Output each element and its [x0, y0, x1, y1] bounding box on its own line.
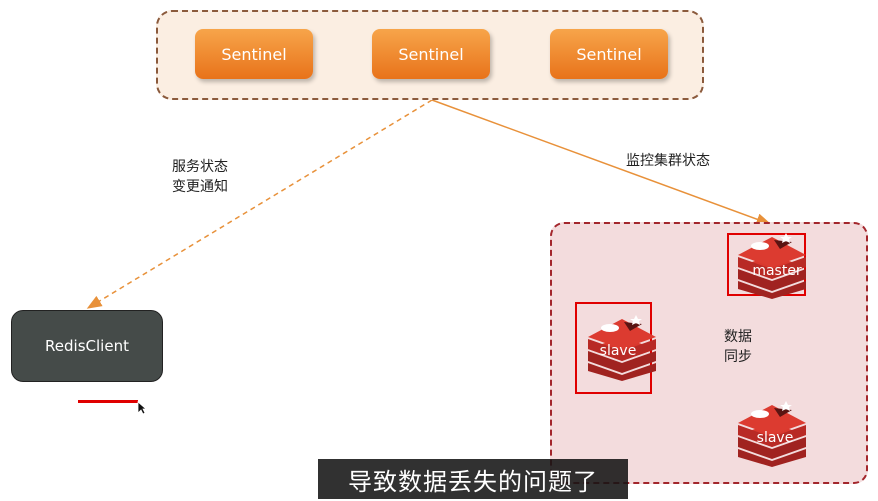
- video-subtitle: 导致数据丢失的问题了: [318, 459, 628, 499]
- notify-label-line: 变更通知: [172, 179, 228, 195]
- slave-label: slave: [756, 430, 794, 446]
- sentinel-node: Sentinel: [195, 29, 313, 79]
- sync-label-line: 数据: [724, 329, 752, 345]
- sync-label: 数据 同步: [724, 327, 752, 367]
- redis-slave-icon: [588, 315, 656, 381]
- redis-client-node: RedisClient: [11, 310, 163, 382]
- notify-edge: [86, 99, 433, 309]
- red-underline: [78, 400, 138, 403]
- redis-cluster-group: [550, 222, 868, 484]
- cursor-icon: [137, 401, 147, 415]
- monitor-edge: [431, 99, 772, 225]
- notify-label-line: 服务状态: [172, 159, 228, 175]
- sentinel-node: Sentinel: [550, 29, 668, 79]
- sentinel-node: Sentinel: [372, 29, 490, 79]
- slave-label: slave: [599, 343, 637, 359]
- monitor-label: 监控集群状态: [626, 153, 710, 169]
- master-label: master: [752, 263, 802, 279]
- redis-slave-icon: [738, 401, 806, 467]
- redis-master-icon: [738, 233, 806, 299]
- notify-label: 服务状态 变更通知: [172, 157, 228, 197]
- sync-label-line: 同步: [724, 349, 752, 365]
